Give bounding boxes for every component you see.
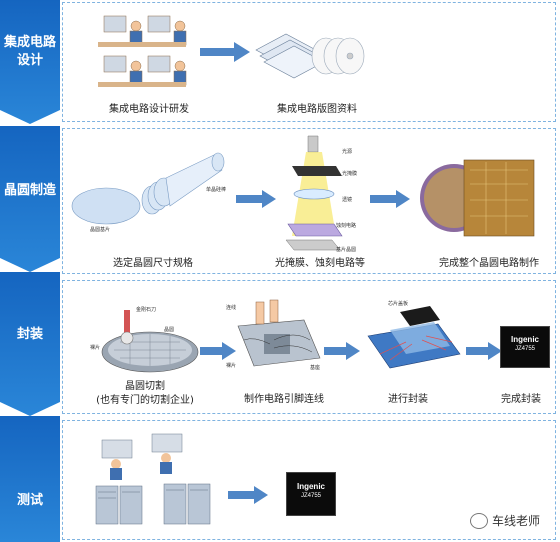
arrow-package-2 bbox=[324, 342, 360, 360]
packaging-illustration bbox=[367, 306, 461, 369]
label-mask: 光掩膜 bbox=[342, 171, 358, 177]
caption-wafer-complete: 完成整个晶圆电路制作 bbox=[439, 258, 539, 269]
caption-design-research: 集成电路设计研发 bbox=[109, 104, 189, 115]
arrow-design-1 bbox=[200, 42, 250, 62]
stage-tab-fab bbox=[0, 126, 60, 272]
label-ingot: 单晶硅棒 bbox=[206, 187, 227, 193]
photolithography-illustration bbox=[285, 135, 343, 251]
label-wafer-slice: 晶圆基片 bbox=[90, 227, 111, 233]
arrow-fab-2 bbox=[370, 190, 410, 208]
stage-label-design: 集成电路 设计 bbox=[3, 35, 56, 68]
label-die: 裸片 bbox=[90, 345, 101, 351]
wafer-dicing-illustration bbox=[101, 310, 199, 373]
arrow-fab-1 bbox=[236, 190, 276, 208]
caption-layout-data: 集成电路版图资料 bbox=[277, 104, 357, 115]
label-die-2: 裸片 bbox=[226, 363, 237, 369]
stage-tab-test bbox=[0, 416, 60, 542]
tested-chip: Ingenic JZ4755 bbox=[286, 472, 336, 516]
watermark-text: 车线老师 bbox=[492, 514, 541, 528]
chip-brand-test: Ingenic bbox=[296, 482, 325, 491]
label-substrate-wafer: 基片晶圆 bbox=[336, 247, 357, 253]
caption-wire-bonding: 制作电路引脚连线 bbox=[244, 394, 324, 405]
designers-illustration bbox=[98, 15, 187, 87]
label-wire: 连线 bbox=[226, 305, 237, 311]
label-wafer: 晶圆 bbox=[164, 327, 175, 333]
stage-label-fab: 晶圆制造 bbox=[3, 183, 56, 198]
label-etch: 蚀刻电路 bbox=[336, 223, 357, 229]
caption-wafer-size: 选定晶圆尺寸规格 bbox=[113, 258, 193, 269]
caption-wafer-dicing: 晶圆切割 (也有专门的切割企业) bbox=[96, 381, 194, 406]
label-light: 光源 bbox=[342, 149, 353, 155]
chip-brand: Ingenic bbox=[510, 335, 539, 344]
stage-tab-design bbox=[0, 0, 60, 124]
label-base: 基座 bbox=[310, 365, 321, 371]
label-lens: 透镜 bbox=[342, 197, 353, 203]
chip-model-test: JZ4755 bbox=[300, 493, 321, 499]
stage-label-test: 测试 bbox=[16, 493, 43, 508]
watermark: 车线老师 bbox=[470, 512, 540, 529]
chip-model: JZ4755 bbox=[514, 346, 535, 352]
arrow-package-3 bbox=[466, 342, 502, 360]
caption-package-complete: 完成封装 bbox=[501, 394, 541, 405]
label-diamond-saw: 金刚石刀 bbox=[136, 307, 157, 313]
stage-label-package: 封装 bbox=[16, 327, 43, 342]
layout-docs-illustration bbox=[255, 33, 365, 79]
packaged-chip: Ingenic JZ4755 bbox=[500, 326, 550, 368]
caption-photomask-etch: 光掩膜、蚀刻电路等 bbox=[275, 258, 365, 269]
wechat-icon bbox=[470, 512, 488, 529]
arrow-test-1 bbox=[228, 486, 268, 504]
wafer-ingot-illustration bbox=[71, 152, 225, 225]
arrow-package-1 bbox=[200, 342, 236, 360]
finished-wafer-illustration bbox=[420, 159, 535, 237]
caption-packaging: 进行封装 bbox=[388, 394, 428, 405]
test-lab-illustration bbox=[95, 433, 211, 525]
label-chip-cover: 芯片盖板 bbox=[388, 301, 409, 307]
stage-tab-package bbox=[0, 272, 60, 416]
wire-bonding-illustration bbox=[237, 299, 321, 367]
